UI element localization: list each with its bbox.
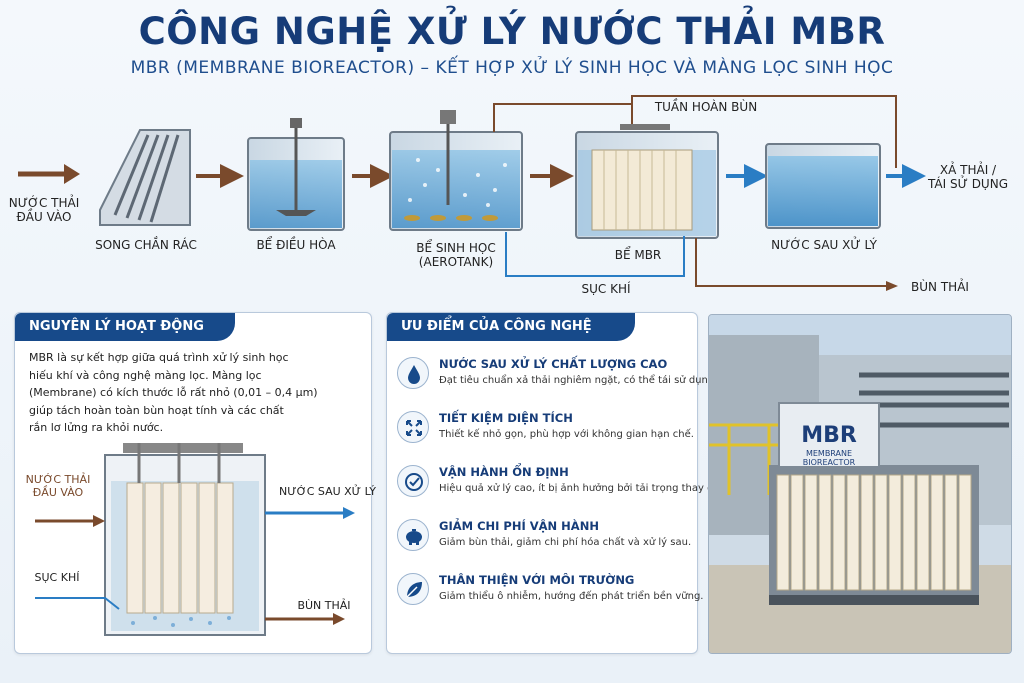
principle-output-label: NƯỚC SAU XỬ LÝ	[279, 485, 377, 498]
advantage-item: VẬN HÀNH ỔN ĐỊNH Hiệu quả xử lý cao, ít …	[397, 461, 757, 505]
advantage-item: THÂN THIỆN VỚI MÔI TRƯỜNG Giảm thiểu ô n…	[397, 569, 757, 613]
advantages-heading: ƯU ĐIỂM CỦA CÔNG NGHỆ MBR	[387, 313, 635, 362]
stage-label-aerotank: BỂ SINH HỌC(AEROTANK)	[416, 241, 496, 269]
waste-sludge-label: BÙN THẢI	[911, 280, 969, 294]
stage-label-treated: NƯỚC SAU XỬ LÝ	[771, 238, 877, 252]
plant-photo-illustration	[709, 315, 1011, 653]
aeration-label: SỤC KHÍ	[581, 282, 631, 296]
advantages-panel: ƯU ĐIỂM CỦA CÔNG NGHỆ MBR NƯỚC SAU XỬ LÝ…	[386, 312, 726, 654]
principle-heading: NGUYÊN LÝ HOẠT ĐỘNG	[15, 313, 235, 341]
principle-air-label: SỤC KHÍ	[34, 571, 80, 584]
page-subtitle: MBR (MEMBRANE BIOREACTOR) – KẾT HỢP XỬ L…	[130, 58, 894, 78]
piggy-bank-icon	[397, 519, 429, 551]
treated-water-tank-illustration	[765, 143, 881, 229]
process-flow-diagram	[18, 95, 926, 291]
aerotank-illustration	[389, 110, 523, 231]
advantage-item: GIẢM CHI PHÍ VẬN HÀNH Giảm bùn thải, giả…	[397, 515, 757, 559]
recirculation-label: TUẦN HOÀN BÙN	[654, 100, 758, 114]
equalization-tank-illustration	[247, 118, 345, 231]
water-drop-icon	[397, 357, 429, 389]
leaf-icon	[397, 573, 429, 605]
mbr-tank-illustration	[575, 124, 719, 239]
photo-sign-title: MBR	[801, 423, 857, 448]
principle-panel: NGUYÊN LÝ HOẠT ĐỘNG MBR là sự kết hợp gi…	[14, 312, 377, 654]
input-arrow	[18, 164, 80, 184]
membrane-fibers	[126, 482, 234, 614]
photo-sign-subtitle: MEMBRANE BIOREACTOR	[802, 449, 856, 467]
stage-label-equalization: BỂ ĐIỀU HÒA	[256, 238, 336, 252]
advantage-item: NƯỚC SAU XỬ LÝ CHẤT LƯỢNG CAO Đạt tiêu c…	[397, 353, 757, 397]
expand-arrows-icon	[397, 411, 429, 443]
membrane-module-diagram	[35, 443, 355, 636]
principle-description: MBR là sự kết hợp giữa quá trình xử lý s…	[29, 351, 318, 434]
stable-operation-icon	[397, 465, 429, 497]
advantage-item: TIẾT KIỆM DIỆN TÍCH Thiết kế nhỏ gọn, ph…	[397, 407, 757, 451]
page-title: CÔNG NGHỆ XỬ LÝ NƯỚC THẢI MBR	[138, 10, 886, 53]
flow-output-label: XẢ THẢI /TÁI SỬ DỤNG	[928, 163, 1008, 191]
sludge-recirculation-line	[493, 95, 897, 168]
mbr-plant-photo: MBR MEMBRANE BIOREACTOR	[708, 314, 1012, 654]
stage-label-mbr: BỂ MBR	[614, 248, 662, 262]
aeration-line	[505, 232, 685, 277]
bar-screen-illustration	[99, 129, 191, 226]
principle-sludge-label: BÙN THẢI	[297, 599, 351, 612]
waste-sludge-line	[695, 238, 898, 291]
stage-label-screen: SONG CHẮN RÁC	[95, 238, 197, 252]
